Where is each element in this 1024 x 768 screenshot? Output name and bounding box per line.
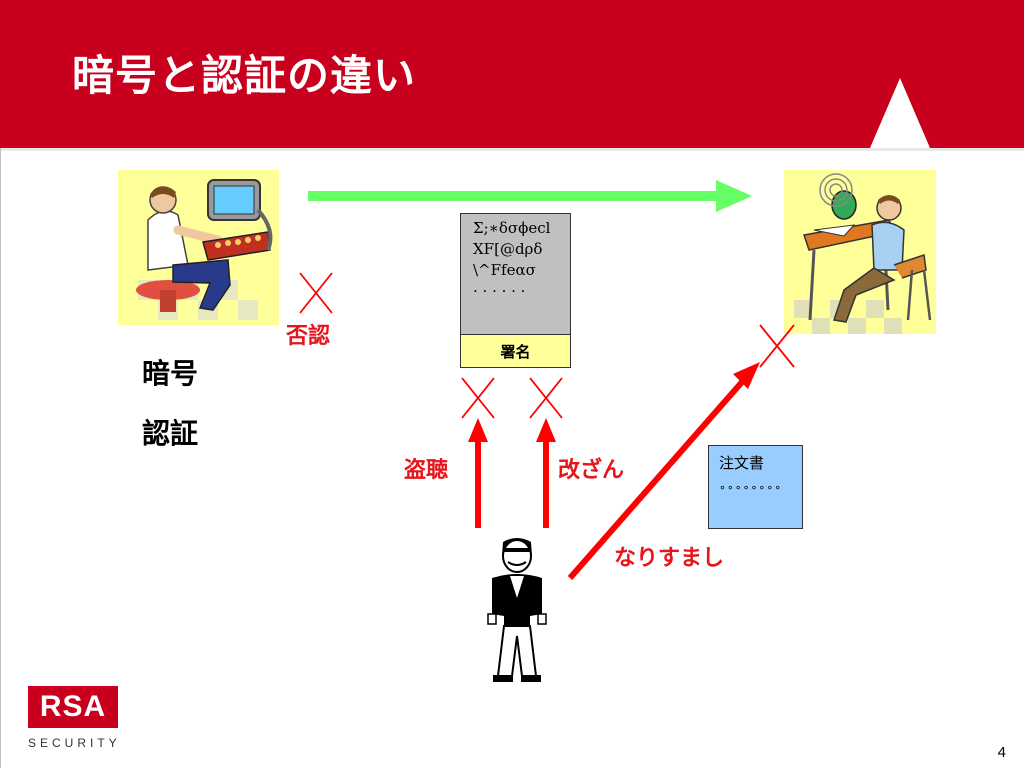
cross-mark-tamper: [529, 377, 563, 419]
order-form-title: 注文書: [719, 454, 765, 472]
cipher-line: Σ;∗δσϕecl: [473, 219, 551, 237]
cross-mark-eavesdrop: [461, 377, 495, 419]
label-tampering: 改ざん: [558, 458, 625, 483]
rsa-logo: RSA SECURITY: [28, 686, 121, 750]
label-encryption: 暗号: [142, 357, 199, 390]
cross-mark-repudiation: [299, 272, 333, 314]
receiver-clipart: [784, 170, 936, 334]
label-impersonation: なりすまし: [614, 546, 725, 571]
green-transmission-arrow: [308, 180, 752, 212]
logo-mark: RSA: [28, 686, 118, 728]
order-form: 注文書 ∘∘∘∘∘∘∘∘: [708, 445, 803, 529]
cipher-line: · · · · · ·: [473, 282, 526, 300]
cipher-text: Σ;∗δσϕecl XF[@dρδ \^Ffeασ · · · · · ·: [461, 214, 570, 334]
title-banner: 暗号と認証の違い: [0, 0, 1024, 151]
label-repudiation: 否認: [286, 324, 331, 349]
cipher-line: XF[@dρδ: [473, 240, 543, 258]
label-eavesdropping: 盗聴: [404, 458, 449, 483]
slide-title: 暗号と認証の違い: [72, 51, 417, 100]
label-authentication: 認証: [142, 417, 199, 450]
order-form-dots: ∘∘∘∘∘∘∘∘: [719, 481, 783, 494]
encrypted-document: Σ;∗δσϕecl XF[@dρδ \^Ffeασ · · · · · · 署名: [460, 213, 571, 368]
slide-border: [0, 148, 1, 768]
triangle-icon: [870, 78, 930, 148]
logo-subtitle: SECURITY: [28, 736, 121, 750]
sender-clipart: [118, 170, 279, 325]
tamper-arrow: [536, 418, 556, 528]
cipher-line: \^Ffeασ: [473, 261, 536, 279]
attacker-figure: [487, 538, 547, 682]
eavesdrop-arrow: [468, 418, 488, 528]
signature-field: 署名: [461, 334, 570, 367]
page-number: 4: [997, 744, 1006, 761]
